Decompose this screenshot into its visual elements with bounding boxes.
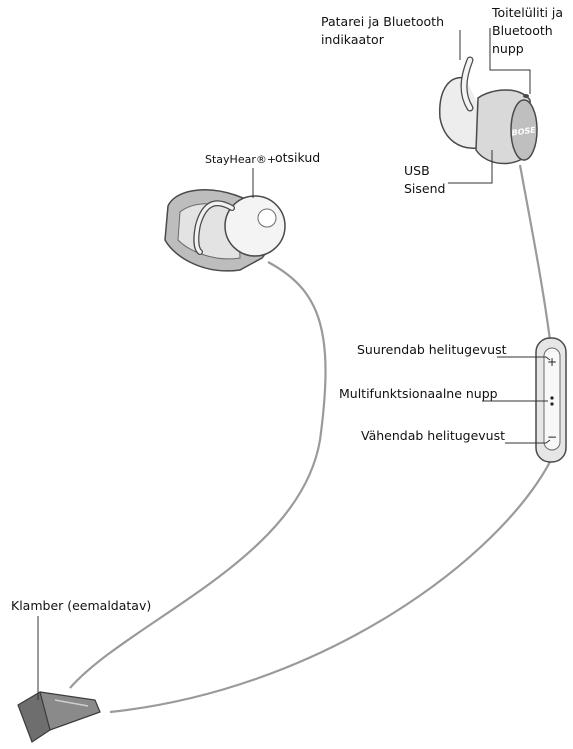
label-power-switch-line1: Toitelüliti ja xyxy=(492,5,563,21)
label-clip: Klamber (eemaldatav) xyxy=(11,598,151,614)
label-battery-indicator-line1: Patarei ja Bluetooth xyxy=(321,14,444,30)
clip xyxy=(18,692,100,742)
volume-up-symbol: + xyxy=(547,355,557,369)
label-multifunction: Multifunktsionaalne nupp xyxy=(339,386,498,402)
label-volume-down: Vähendab helitugevust xyxy=(361,428,505,444)
multifunction-dot-top xyxy=(550,396,553,399)
label-stayhear-brand: StayHear®+ xyxy=(205,152,276,168)
left-earbud xyxy=(165,190,285,271)
label-power-switch-line2: Bluetooth xyxy=(492,23,553,39)
label-power-switch-line3: nupp xyxy=(492,41,524,57)
cable-right-upper xyxy=(520,165,550,340)
cable-left xyxy=(70,262,326,688)
right-earbud xyxy=(440,60,537,164)
multifunction-dot-bottom xyxy=(550,402,553,405)
volume-down-symbol: − xyxy=(547,430,557,444)
label-usb-line2: Sisend xyxy=(404,181,445,197)
label-usb-line1: USB xyxy=(404,163,430,179)
cable-right-lower xyxy=(110,458,552,712)
label-volume-up: Suurendab helitugevust xyxy=(357,342,507,358)
label-stayhear-rest: otsikud xyxy=(275,150,320,166)
label-battery-indicator-line2: indikaator xyxy=(321,32,384,48)
